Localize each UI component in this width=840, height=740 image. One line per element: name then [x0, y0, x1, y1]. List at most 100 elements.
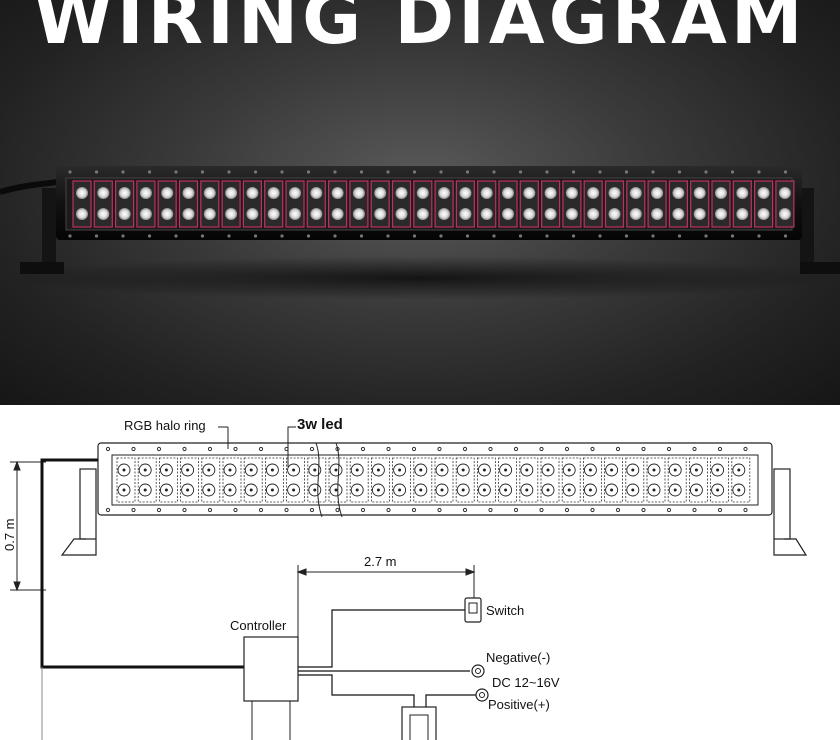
diagram-led-cell	[307, 457, 327, 503]
screw	[624, 170, 629, 174]
positive-label: Positive(+)	[488, 697, 550, 712]
diagram-screw	[743, 446, 748, 452]
screw	[624, 234, 629, 238]
screw	[492, 234, 496, 238]
diagram-led-lamp	[329, 463, 343, 477]
diagram-led-dot	[313, 468, 317, 472]
screw	[651, 234, 655, 238]
diagram-led-dot	[482, 468, 486, 472]
diagram-led-dot	[249, 488, 253, 492]
switch-label: Switch	[486, 603, 525, 618]
diagram-screw	[539, 507, 544, 513]
diagram-led-dot	[440, 488, 444, 492]
negative-terminal-icon	[471, 664, 485, 678]
diagram-led-lamp	[308, 483, 322, 497]
screw	[200, 170, 205, 174]
screw	[306, 170, 311, 174]
screw	[306, 234, 311, 238]
diagram-led-lamp	[456, 483, 470, 497]
diagram-led-dot	[122, 468, 126, 472]
diagram-led-dot	[228, 488, 232, 492]
diagram-led-lamp	[223, 463, 237, 477]
diagram-led-cell	[137, 457, 157, 503]
diagram-led-lamp	[626, 463, 640, 477]
led-lamp	[161, 208, 174, 220]
diagram-led-lamp	[711, 483, 725, 497]
screw	[783, 170, 788, 174]
diagram-led-lamp	[181, 463, 195, 477]
diagram-screw	[437, 446, 442, 452]
diagram-led-lamp	[393, 483, 407, 497]
diagram-screw	[590, 446, 595, 452]
diagram-led-lamp	[244, 483, 258, 497]
diagram-led-dot	[567, 468, 571, 472]
screw	[412, 234, 417, 238]
led-lamp	[76, 187, 88, 199]
led-lamp	[778, 208, 791, 220]
diagram-led-lamp	[393, 463, 407, 477]
diagram-led-dot	[461, 468, 465, 472]
led-lamp	[715, 187, 727, 199]
controller-label: Controller	[230, 618, 287, 633]
diagram-screw	[692, 507, 697, 513]
screw	[651, 170, 655, 174]
diagram-led-dot	[673, 468, 677, 472]
led-lamp	[416, 208, 429, 220]
diagram-led-lamp	[477, 463, 491, 477]
diagram-screw	[386, 507, 391, 513]
diagram-led-dot	[694, 488, 698, 492]
length-dimension-label: 2.7 m	[364, 554, 397, 569]
screw	[439, 234, 443, 238]
diagram-led-dot	[398, 488, 402, 492]
diagram-led-dot	[504, 468, 508, 472]
diagram-led-dot	[313, 488, 317, 492]
diagram-led-lamp	[350, 463, 364, 477]
led-lamp	[331, 208, 344, 220]
screw	[677, 234, 682, 238]
diagram-screws	[105, 446, 748, 513]
led-lamp	[523, 187, 536, 199]
diagram-screw	[513, 507, 519, 513]
diagram-led-lamp	[520, 483, 534, 497]
diagram-screw	[156, 507, 162, 513]
diagram-led-dot	[143, 488, 147, 492]
diagram-led-dot	[673, 488, 677, 492]
led-lamp	[331, 187, 344, 199]
diagram-led-dot	[207, 488, 211, 492]
diagram-led-dot	[186, 468, 190, 472]
diagram-led-cell	[583, 457, 602, 503]
screw	[545, 234, 549, 238]
led-lamp	[587, 208, 600, 220]
led-lamp	[139, 187, 152, 199]
led-lamp	[203, 187, 216, 199]
diagram-led-dot	[355, 468, 359, 472]
diagram-led-lamp	[117, 483, 131, 497]
diagram-led-lamp	[583, 483, 597, 497]
diagram-screw	[182, 507, 187, 513]
diagram-led-lamp	[499, 483, 513, 497]
diagram-screw	[131, 507, 136, 513]
diagram-led-lamp	[668, 483, 682, 497]
led-lamp	[225, 187, 238, 199]
diagram-led-cell	[180, 457, 200, 503]
led-lamp	[736, 208, 749, 220]
diagram-led-dot	[122, 488, 126, 492]
screw	[359, 234, 364, 238]
led-lamp	[182, 187, 195, 199]
diagram-led-lamp	[732, 463, 746, 477]
diagram-led-dot	[525, 488, 529, 492]
led-lamp	[544, 208, 557, 220]
screw	[68, 234, 72, 238]
diagram-led-dot	[270, 468, 274, 472]
diagram-led-lamp	[414, 463, 428, 477]
diagram-led-lamp	[732, 483, 746, 497]
screw	[68, 170, 72, 174]
diagram-led-dot	[376, 488, 380, 492]
height-dimension-label: 0.7 m	[2, 518, 17, 551]
led-lamp	[459, 208, 472, 220]
screw	[783, 234, 788, 238]
diagram-led-cell	[370, 457, 390, 503]
led-lamp	[395, 187, 408, 199]
diagram-led-dot	[482, 488, 486, 492]
diagram-led-cell	[201, 457, 221, 503]
